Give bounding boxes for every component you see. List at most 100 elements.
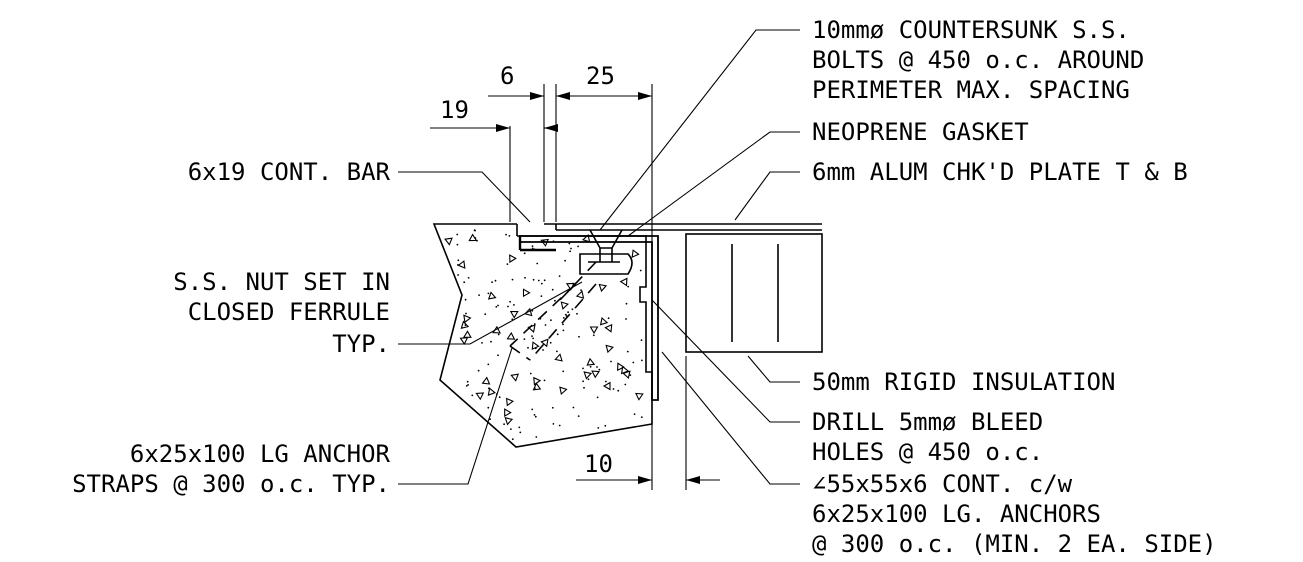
concrete-dot xyxy=(577,415,580,417)
concrete-dot xyxy=(465,312,467,315)
concrete-aggregate xyxy=(523,307,533,317)
drill-label-line-2: HOLES @ 450 o.c. xyxy=(812,438,1043,466)
concrete-aggregate xyxy=(559,386,568,396)
concrete-aggregate xyxy=(554,353,563,362)
concrete-dot xyxy=(562,323,564,326)
concrete-dot xyxy=(562,317,565,319)
concrete-dot xyxy=(491,281,493,284)
concrete-dot xyxy=(540,295,543,297)
concrete-aggregate xyxy=(460,320,470,329)
dim-19: 19 xyxy=(440,96,469,124)
concrete-dot xyxy=(507,305,509,308)
angle-label-line-2: 6x25x100 LG. ANCHORS xyxy=(812,500,1101,528)
concrete-dot xyxy=(564,313,567,316)
concrete-dot xyxy=(535,436,538,438)
concrete-aggregate xyxy=(459,337,469,345)
concrete-dot xyxy=(596,396,599,399)
concrete-dot xyxy=(498,396,501,399)
concrete-aggregate xyxy=(463,314,472,324)
concrete-dot xyxy=(612,388,615,390)
concrete-dot xyxy=(571,308,574,311)
concrete-dot xyxy=(477,369,480,372)
bolts-label-line-3: PERIMETER MAX. SPACING xyxy=(812,76,1130,104)
straps-label-line-2: STRAPS @ 300 o.c. TYP. xyxy=(72,470,390,498)
concrete-dot xyxy=(490,340,492,343)
concrete-dot xyxy=(577,245,579,248)
concrete-aggregate xyxy=(602,381,611,391)
concrete-dot xyxy=(523,252,526,255)
concrete-aggregate xyxy=(575,290,585,299)
nut-label-line-1: S.S. NUT SET IN xyxy=(173,268,390,296)
concrete-aggregate xyxy=(634,392,644,401)
concrete-dot xyxy=(562,329,565,332)
concrete-dot xyxy=(481,342,483,344)
checkered-plate xyxy=(544,223,822,231)
concrete-dot xyxy=(564,259,566,262)
concrete-dot xyxy=(604,424,607,427)
concrete-dot xyxy=(556,333,559,336)
gasket-label: NEOPRENE GASKET xyxy=(812,118,1029,146)
concrete-aggregate xyxy=(589,326,599,335)
concrete-dot xyxy=(598,368,601,371)
concrete-dot xyxy=(626,350,629,353)
anchor-strap xyxy=(509,261,597,361)
concrete-dot xyxy=(568,242,571,245)
concrete-dot xyxy=(457,274,459,276)
dim-10: 10 xyxy=(584,450,613,478)
concrete-dot xyxy=(639,269,642,272)
concrete-aggregate xyxy=(605,344,614,354)
concrete-dot xyxy=(551,406,554,409)
concrete-dot xyxy=(572,406,575,409)
concrete-aggregate xyxy=(481,376,491,385)
concrete-dot xyxy=(640,339,643,341)
concrete-aggregate xyxy=(599,316,609,326)
concrete-dot xyxy=(533,414,536,416)
concrete-dot xyxy=(567,311,569,314)
concrete-dot xyxy=(474,229,476,232)
nut-label-line-3: TYP. xyxy=(332,330,390,358)
angle-label-line-3: @ 300 o.c. (MIN. 2 EA. SIDE) xyxy=(812,530,1217,558)
concrete-aggregate xyxy=(487,291,497,300)
concrete-dot xyxy=(471,394,474,397)
concrete-dot xyxy=(518,426,521,429)
concrete-aggregate xyxy=(506,331,516,340)
angle-label-line-1: ∠55x55x6 CONT. c/w xyxy=(812,470,1073,498)
concrete-dot xyxy=(463,281,466,284)
concrete-aggregate xyxy=(583,371,593,380)
concrete-dot xyxy=(508,235,511,237)
concrete-aggregate xyxy=(475,392,485,401)
concrete-aggregate xyxy=(619,277,628,287)
concrete-dot xyxy=(580,289,582,291)
concrete-aggregate xyxy=(504,408,512,418)
concrete-aggregate xyxy=(504,417,514,426)
concrete-dot xyxy=(589,365,592,368)
straps-label-line-1: 6x25x100 LG ANCHOR xyxy=(130,440,391,468)
insulation-label: 50mm RIGID INSULATION xyxy=(812,368,1115,396)
concrete-dot xyxy=(633,413,636,415)
concrete-dot xyxy=(640,416,643,418)
concrete-dot xyxy=(562,370,565,373)
concrete-dot xyxy=(456,243,459,246)
dim-25: 25 xyxy=(586,62,615,90)
concrete-dot xyxy=(511,278,514,281)
concrete-dot xyxy=(582,380,584,383)
concrete-aggregate xyxy=(468,233,478,242)
concrete-dot xyxy=(570,247,572,250)
concrete-hatch xyxy=(444,229,644,441)
concrete-dot xyxy=(543,279,546,282)
concrete-dot xyxy=(552,423,555,425)
concrete-aggregate xyxy=(532,382,542,391)
concrete-dot xyxy=(537,279,540,282)
concrete-aggregate xyxy=(531,341,540,350)
concrete-dot xyxy=(629,374,632,376)
bolts-label-line-1: 10mmø COUNTERSUNK S.S. xyxy=(812,16,1130,44)
concrete-aggregate xyxy=(444,237,453,246)
concrete-dot xyxy=(513,304,515,306)
concrete-dot xyxy=(576,312,578,315)
concrete-dot xyxy=(519,431,522,434)
concrete-aggregate xyxy=(598,283,608,293)
concrete-dot xyxy=(582,367,584,370)
concrete-aggregate xyxy=(591,370,600,379)
concrete-dot xyxy=(465,385,468,387)
